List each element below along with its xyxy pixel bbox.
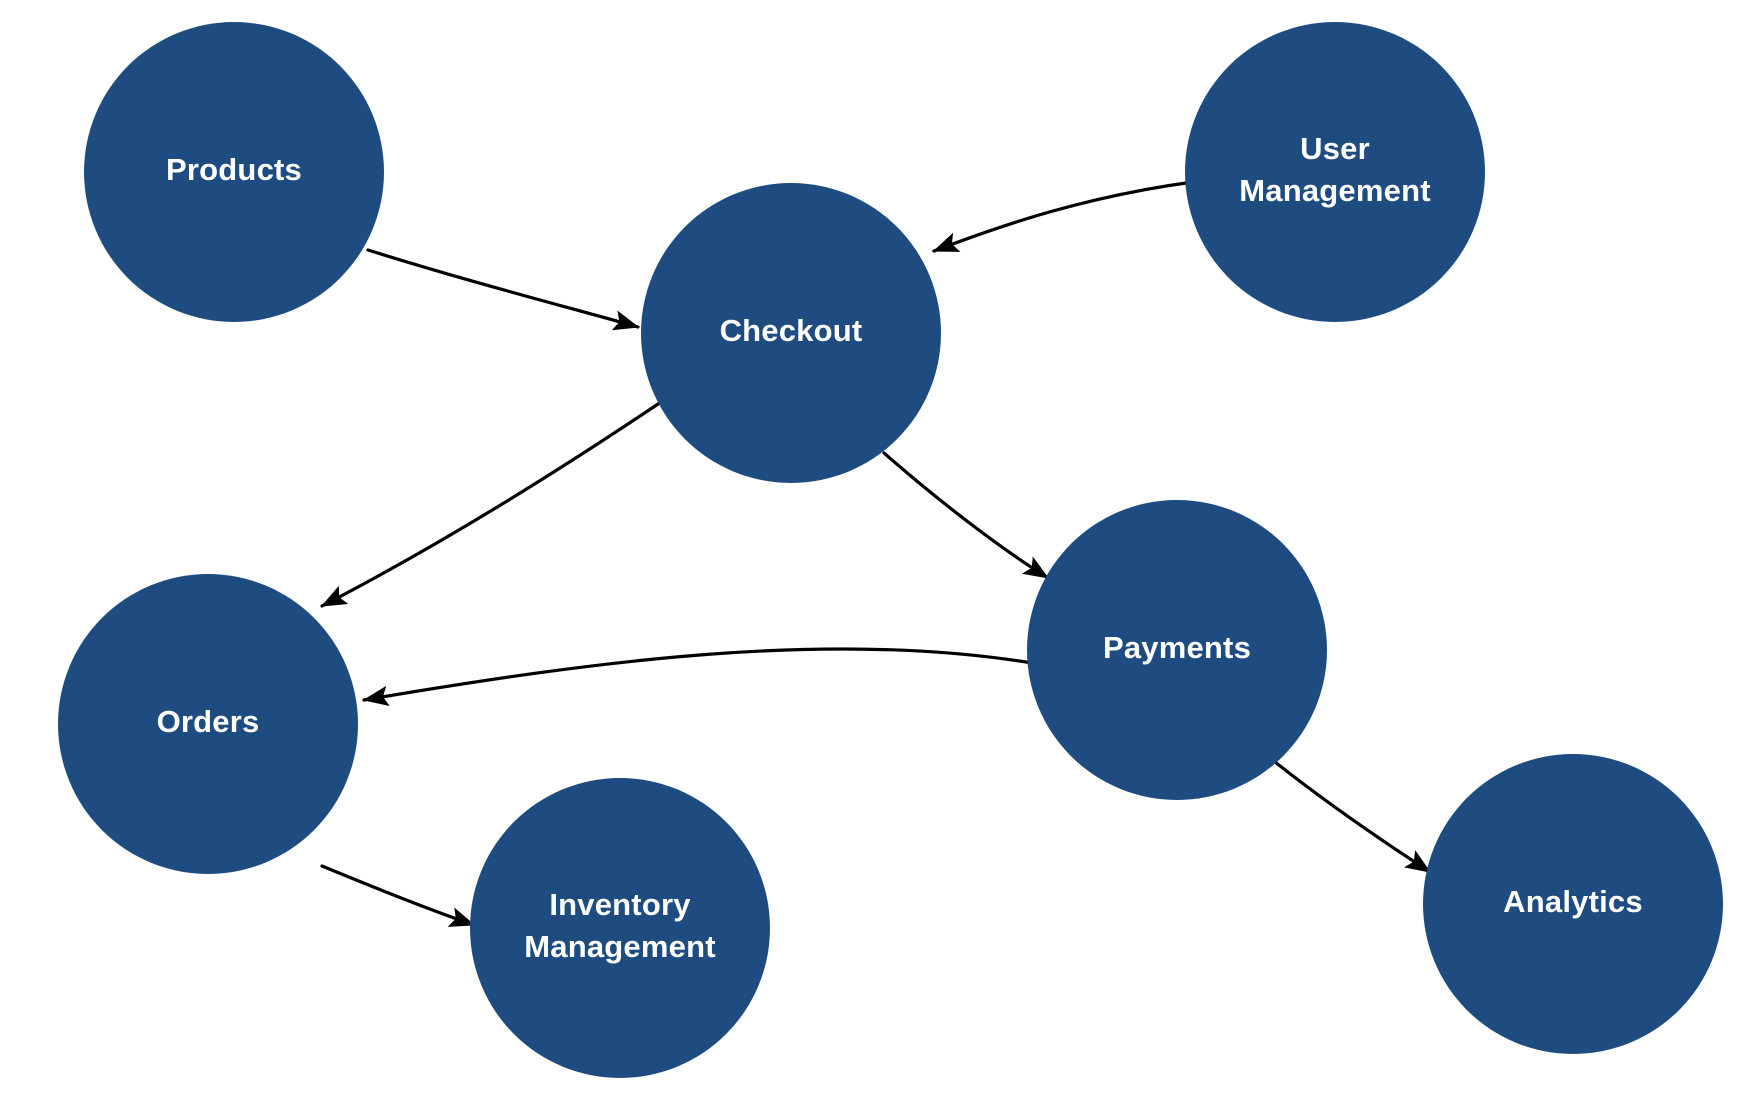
edge-hit-area[interactable] <box>884 453 1048 578</box>
edges-layer <box>320 180 1432 927</box>
edge-checkout-to-payments[interactable] <box>882 451 1050 580</box>
node-circle-products[interactable] <box>84 22 384 322</box>
node-orders[interactable]: Orders <box>58 574 358 874</box>
edge-payments-to-orders[interactable] <box>362 647 1034 707</box>
edge-payments-to-analytics[interactable] <box>1268 756 1432 874</box>
node-circle-orders[interactable] <box>58 574 358 874</box>
node-products[interactable]: Products <box>84 22 384 322</box>
edge-hit-area[interactable] <box>934 182 1193 251</box>
node-circle-user-management[interactable] <box>1185 22 1485 322</box>
edge-checkout-to-orders[interactable] <box>320 398 666 608</box>
node-circle-analytics[interactable] <box>1423 754 1723 1054</box>
edge-line-with-arrowhead-icon <box>362 647 1034 707</box>
edge-line-with-arrowhead-icon <box>882 451 1050 580</box>
node-payments[interactable]: Payments <box>1027 500 1327 800</box>
node-circle-checkout[interactable] <box>641 183 941 483</box>
edge-hit-area[interactable] <box>322 400 664 606</box>
node-circle-inventory-management[interactable] <box>470 778 770 1078</box>
node-analytics[interactable]: Analytics <box>1423 754 1723 1054</box>
edge-orders-to-inventory-management[interactable] <box>320 864 476 927</box>
node-circle-payments[interactable] <box>1027 500 1327 800</box>
edge-line-with-arrowhead-icon <box>366 248 640 331</box>
node-checkout[interactable]: Checkout <box>641 183 941 483</box>
edge-user-management-to-checkout[interactable] <box>932 180 1195 253</box>
edge-line-with-arrowhead-icon <box>932 180 1195 253</box>
edge-line-with-arrowhead-icon <box>320 864 476 927</box>
edge-products-to-checkout[interactable] <box>366 248 640 331</box>
edge-line-with-arrowhead-icon <box>320 398 666 608</box>
edge-line-with-arrowhead-icon <box>1268 756 1432 874</box>
